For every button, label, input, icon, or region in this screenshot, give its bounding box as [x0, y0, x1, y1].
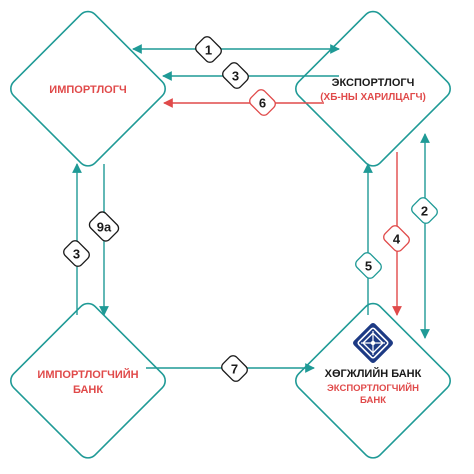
- svg-text:3: 3: [73, 247, 80, 262]
- dev-bank-label: ХӨГЖЛИЙН БАНК: [325, 367, 422, 380]
- importer-bank-label-line1: ИМПОРТЛОГЧИЙН: [37, 368, 138, 381]
- step-badge-5: 5: [355, 252, 382, 279]
- svg-text:6: 6: [259, 96, 266, 111]
- svg-text:3: 3: [232, 69, 239, 84]
- step-badge-2: 2: [411, 197, 438, 224]
- node-exporter: ЭКСПОРТЛОГЧ (ХБ-НЫ ХАРИЛЦАГЧ): [295, 10, 451, 167]
- dev-bank-sublabel-line2: БАНК: [360, 395, 386, 406]
- step-badge-9a: 9a: [88, 211, 120, 242]
- importer-bank-label-line2: БАНК: [73, 384, 103, 396]
- endless-knot-icon: [353, 323, 393, 363]
- node-dev-bank: ХӨГЖЛИЙН БАНК ЭКСПОРТЛОГЧИЙН БАНК: [295, 302, 451, 459]
- exporter-label: ЭКСПОРТЛОГЧ: [332, 77, 415, 89]
- svg-text:7: 7: [231, 362, 238, 377]
- svg-text:5: 5: [365, 259, 372, 274]
- exporter-sublabel: (ХБ-НЫ ХАРИЛЦАГЧ): [320, 92, 426, 103]
- svg-text:1: 1: [205, 43, 212, 58]
- svg-text:4: 4: [393, 232, 401, 247]
- step-badge-3-left: 3: [63, 240, 90, 267]
- step-badge-6: 6: [249, 89, 276, 116]
- importer-label: ИМПОРТЛОГЧ: [49, 84, 126, 96]
- step-badge-3-top: 3: [222, 62, 249, 89]
- step-badge-1: 1: [195, 36, 222, 63]
- node-importer: ИМПОРТЛОГЧ: [10, 10, 166, 167]
- step-badge-4: 4: [383, 225, 410, 252]
- svg-text:2: 2: [421, 204, 428, 219]
- dev-bank-sublabel-line1: ЭКСПОРТЛОГЧИЙН: [327, 382, 419, 394]
- step-badge-7: 7: [221, 355, 248, 382]
- svg-text:9a: 9a: [97, 220, 112, 235]
- node-importer-bank: ИМПОРТЛОГЧИЙН БАНК: [10, 302, 166, 459]
